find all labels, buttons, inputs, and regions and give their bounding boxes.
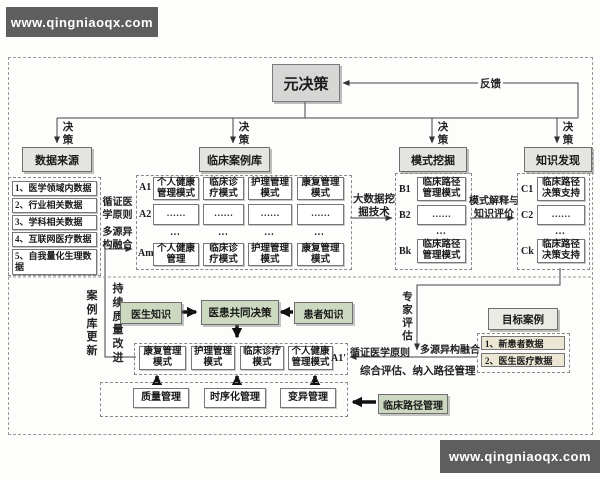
decision-label-4: 决策 bbox=[562, 122, 574, 147]
pattern-cell: …… bbox=[417, 205, 466, 225]
grid-ellipsis: … bbox=[170, 227, 181, 238]
decision-label-2: 决策 bbox=[238, 122, 250, 147]
bigdata-mining-label: 大数据挖掘技术 bbox=[353, 194, 395, 219]
pathway-cell: 康复管理模式 bbox=[139, 346, 186, 370]
doctor-knowledge-node: 医生知识 bbox=[120, 302, 182, 324]
knowledge-cell: 临床路径决策支持 bbox=[537, 239, 585, 263]
grid-cell: …… bbox=[297, 204, 344, 225]
data-source-item: 4、互联网医疗数据 bbox=[12, 232, 97, 247]
grid-cell: 个人健康管理模式 bbox=[153, 177, 199, 200]
case-update-label: 案例库更新 bbox=[86, 290, 98, 357]
evidence-principle-label: 循证医学原则 bbox=[102, 197, 133, 221]
shared-decision-node: 医患共同决策 bbox=[201, 300, 279, 325]
header-pattern-mining: 模式挖掘 bbox=[399, 147, 467, 172]
grid-cell: …… bbox=[248, 204, 292, 225]
pattern-ellipsis: … bbox=[436, 226, 447, 237]
grid-row-label: Am bbox=[138, 248, 154, 259]
meta-decision-node: 元决策 bbox=[272, 64, 340, 102]
comprehensive-eval-label: 综合评估、纳入路径管理 bbox=[360, 366, 476, 377]
col-row-label: C1 bbox=[521, 184, 534, 195]
pattern-cell: 临床路径管理模式 bbox=[417, 239, 466, 263]
management-cell: 变异管理 bbox=[280, 388, 336, 408]
grid-row-label: A1 bbox=[139, 182, 152, 193]
case-library-grid bbox=[136, 175, 352, 270]
pathway-cell: 护理管理模式 bbox=[191, 346, 235, 370]
pathway-management-node: 临床路径管理 bbox=[378, 394, 448, 414]
fusion-label: 多源异构融合 bbox=[102, 227, 133, 251]
management-cell: 质量管理 bbox=[133, 388, 189, 408]
feedback-label: 反馈 bbox=[478, 76, 503, 91]
pathway-cell: 个人健康管理模式 bbox=[288, 346, 333, 370]
data-source-item: 3、学科相关数据 bbox=[12, 215, 97, 230]
interpretation-label: 模式解释与知识评价 bbox=[469, 196, 519, 220]
grid-cell: 护理管理模式 bbox=[248, 177, 292, 200]
quality-improvement-label: 持续质量改进 bbox=[112, 283, 124, 364]
header-data-source: 数据来源 bbox=[22, 147, 92, 172]
col-row-label: B2 bbox=[399, 210, 411, 221]
pattern-cell: 临床路径管理模式 bbox=[417, 177, 466, 201]
grid-ellipsis: … bbox=[314, 227, 325, 238]
knowledge-column bbox=[517, 173, 590, 270]
header-case-library: 临床案例库 bbox=[199, 147, 270, 172]
evidence-principle-label-2: 循证医学原则 bbox=[350, 348, 410, 359]
knowledge-ellipsis: … bbox=[555, 226, 566, 237]
watermark-top: www.qingniaoqx.com bbox=[6, 7, 158, 37]
knowledge-cell: …… bbox=[537, 205, 585, 225]
header-knowledge-discovery: 知识发现 bbox=[524, 147, 592, 172]
patient-knowledge-node: 患者知识 bbox=[294, 302, 353, 324]
management-cell: 时序化管理 bbox=[204, 388, 266, 408]
target-case-item: 2、医生医疗数据 bbox=[481, 353, 565, 367]
pattern-mining-column bbox=[395, 173, 472, 270]
grid-cell: 康复管理模式 bbox=[297, 243, 344, 266]
grid-row-label: A2 bbox=[139, 209, 152, 220]
watermark-bottom: www.qingniaoqx.com bbox=[440, 440, 600, 473]
data-source-list: 1、医学领域内数据 2、行业相关数据 3、学科相关数据 4、互联网医疗数据 5、… bbox=[8, 177, 101, 276]
data-source-item: 2、行业相关数据 bbox=[12, 198, 97, 213]
data-source-item: 1、医学领域内数据 bbox=[12, 181, 97, 196]
col-row-label: C2 bbox=[521, 210, 534, 221]
data-source-item: 5、自我量化生理数据 bbox=[12, 249, 97, 275]
grid-cell: …… bbox=[203, 204, 244, 225]
grid-cell: 临床诊疗模式 bbox=[203, 177, 244, 200]
management-row bbox=[100, 382, 348, 417]
knowledge-cell: 临床路径决策支持 bbox=[537, 177, 585, 201]
target-case-list bbox=[477, 333, 570, 373]
decision-label-1: 决策 bbox=[62, 122, 74, 147]
pathway-instance-row bbox=[134, 343, 348, 375]
target-case-header: 目标案例 bbox=[488, 308, 558, 330]
col-row-label: Bk bbox=[399, 246, 412, 257]
target-case-item: 1、新患者数据 bbox=[481, 336, 565, 350]
pathway-instance-label: A1′ bbox=[331, 353, 347, 364]
grid-cell: 护理管理模式 bbox=[248, 243, 292, 266]
decision-label-3: 决策 bbox=[437, 122, 449, 147]
pathway-cell: 临床诊疗模式 bbox=[240, 346, 284, 370]
grid-cell: 康复管理模式 bbox=[297, 177, 344, 200]
grid-cell: 个人健康管理 bbox=[153, 243, 199, 266]
col-row-label: B1 bbox=[399, 184, 411, 195]
fusion-label-2: 多源异构融合 bbox=[420, 341, 480, 356]
grid-ellipsis: … bbox=[218, 227, 229, 238]
grid-cell: …… bbox=[153, 204, 199, 225]
grid-cell: 临床诊疗模式 bbox=[203, 243, 244, 266]
grid-ellipsis: … bbox=[264, 227, 275, 238]
expert-evaluation-label: 专家评估 bbox=[402, 292, 413, 343]
col-row-label: Ck bbox=[521, 246, 534, 257]
